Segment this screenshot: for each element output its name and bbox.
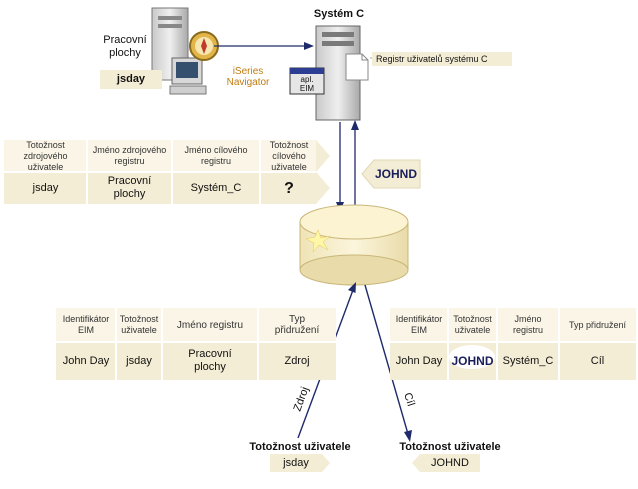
target-identity-tag	[412, 454, 480, 472]
eim-domain-cylinder	[299, 204, 409, 286]
left-cell-user: jsday	[126, 354, 152, 367]
desktop-label: Pracovní plochy	[103, 34, 147, 59]
connection-arrow	[214, 42, 314, 50]
navigator-label: iSeries Navigator	[226, 66, 270, 88]
header-target-user: Totožnost cílového uživatele	[269, 139, 309, 172]
document-icon	[345, 53, 369, 81]
left-assoc-table-bg	[56, 308, 336, 380]
highlight-oval	[449, 345, 495, 369]
cell-target-registry: Systém_C	[190, 181, 242, 194]
eim-query-arrows	[336, 120, 359, 212]
target-identity-value: JOHND	[431, 457, 469, 469]
compass-icon	[189, 31, 219, 61]
source-identity-value: jsday	[283, 457, 309, 469]
left-cell-type: Zdroj	[284, 354, 310, 367]
right-cell-user: JOHND	[451, 353, 494, 368]
right-header-eim-id: Identifikátor EIM	[395, 314, 443, 335]
left-header-eim-id: Identifikátor EIM	[62, 314, 110, 335]
left-header-user: Totožnost uživatele	[119, 314, 159, 335]
right-cell-eim-id: John Day	[395, 354, 443, 367]
left-cell-eim-id: John Day	[62, 354, 110, 367]
left-cell-registry: Pracovní plochy	[188, 348, 232, 373]
registry-label: Registr uživatelů systému C	[372, 52, 512, 66]
target-user-badge-text: JOHND	[374, 167, 417, 181]
right-cell-registry: Systém_C	[502, 354, 554, 367]
target-user-badge	[361, 159, 421, 189]
target-identity-title: Totožnost uživatele	[399, 441, 501, 453]
desktop-computer-icon	[151, 7, 207, 95]
cell-source-user: jsday	[32, 181, 59, 194]
source-identity-title: Totožnost uživatele	[249, 441, 351, 453]
right-cell-type: Cíl	[590, 354, 605, 367]
desktop-user-tag: jsday	[100, 70, 162, 89]
header-source-registry: Jméno zdrojového registru	[92, 145, 167, 166]
cell-source-registry: Pracovní plochy	[107, 175, 152, 200]
table-grid-lines	[4, 140, 636, 380]
right-assoc-table-bg	[390, 308, 636, 380]
right-header-user: Totožnost uživatele	[453, 314, 492, 335]
left-header-registry: Jméno registru	[176, 319, 244, 331]
left-header-type: Typ přidružení	[274, 314, 320, 336]
header-source-user: Totožnost zdrojového uživatele	[23, 139, 68, 172]
header-target-registry: Jméno cílového registru	[184, 145, 248, 166]
source-identity-tag	[270, 454, 330, 472]
right-header-type: Typ přidružení	[568, 319, 627, 330]
target-arrow-label: Cíl	[401, 391, 417, 408]
right-header-registry: Jméno registru	[512, 314, 543, 335]
target-arrow	[364, 284, 412, 442]
server-icon	[289, 25, 361, 121]
cell-target-user-unknown: ?	[284, 179, 294, 197]
eim-app-label: apl. EIM	[299, 75, 315, 93]
server-title: Systém C	[313, 8, 365, 20]
